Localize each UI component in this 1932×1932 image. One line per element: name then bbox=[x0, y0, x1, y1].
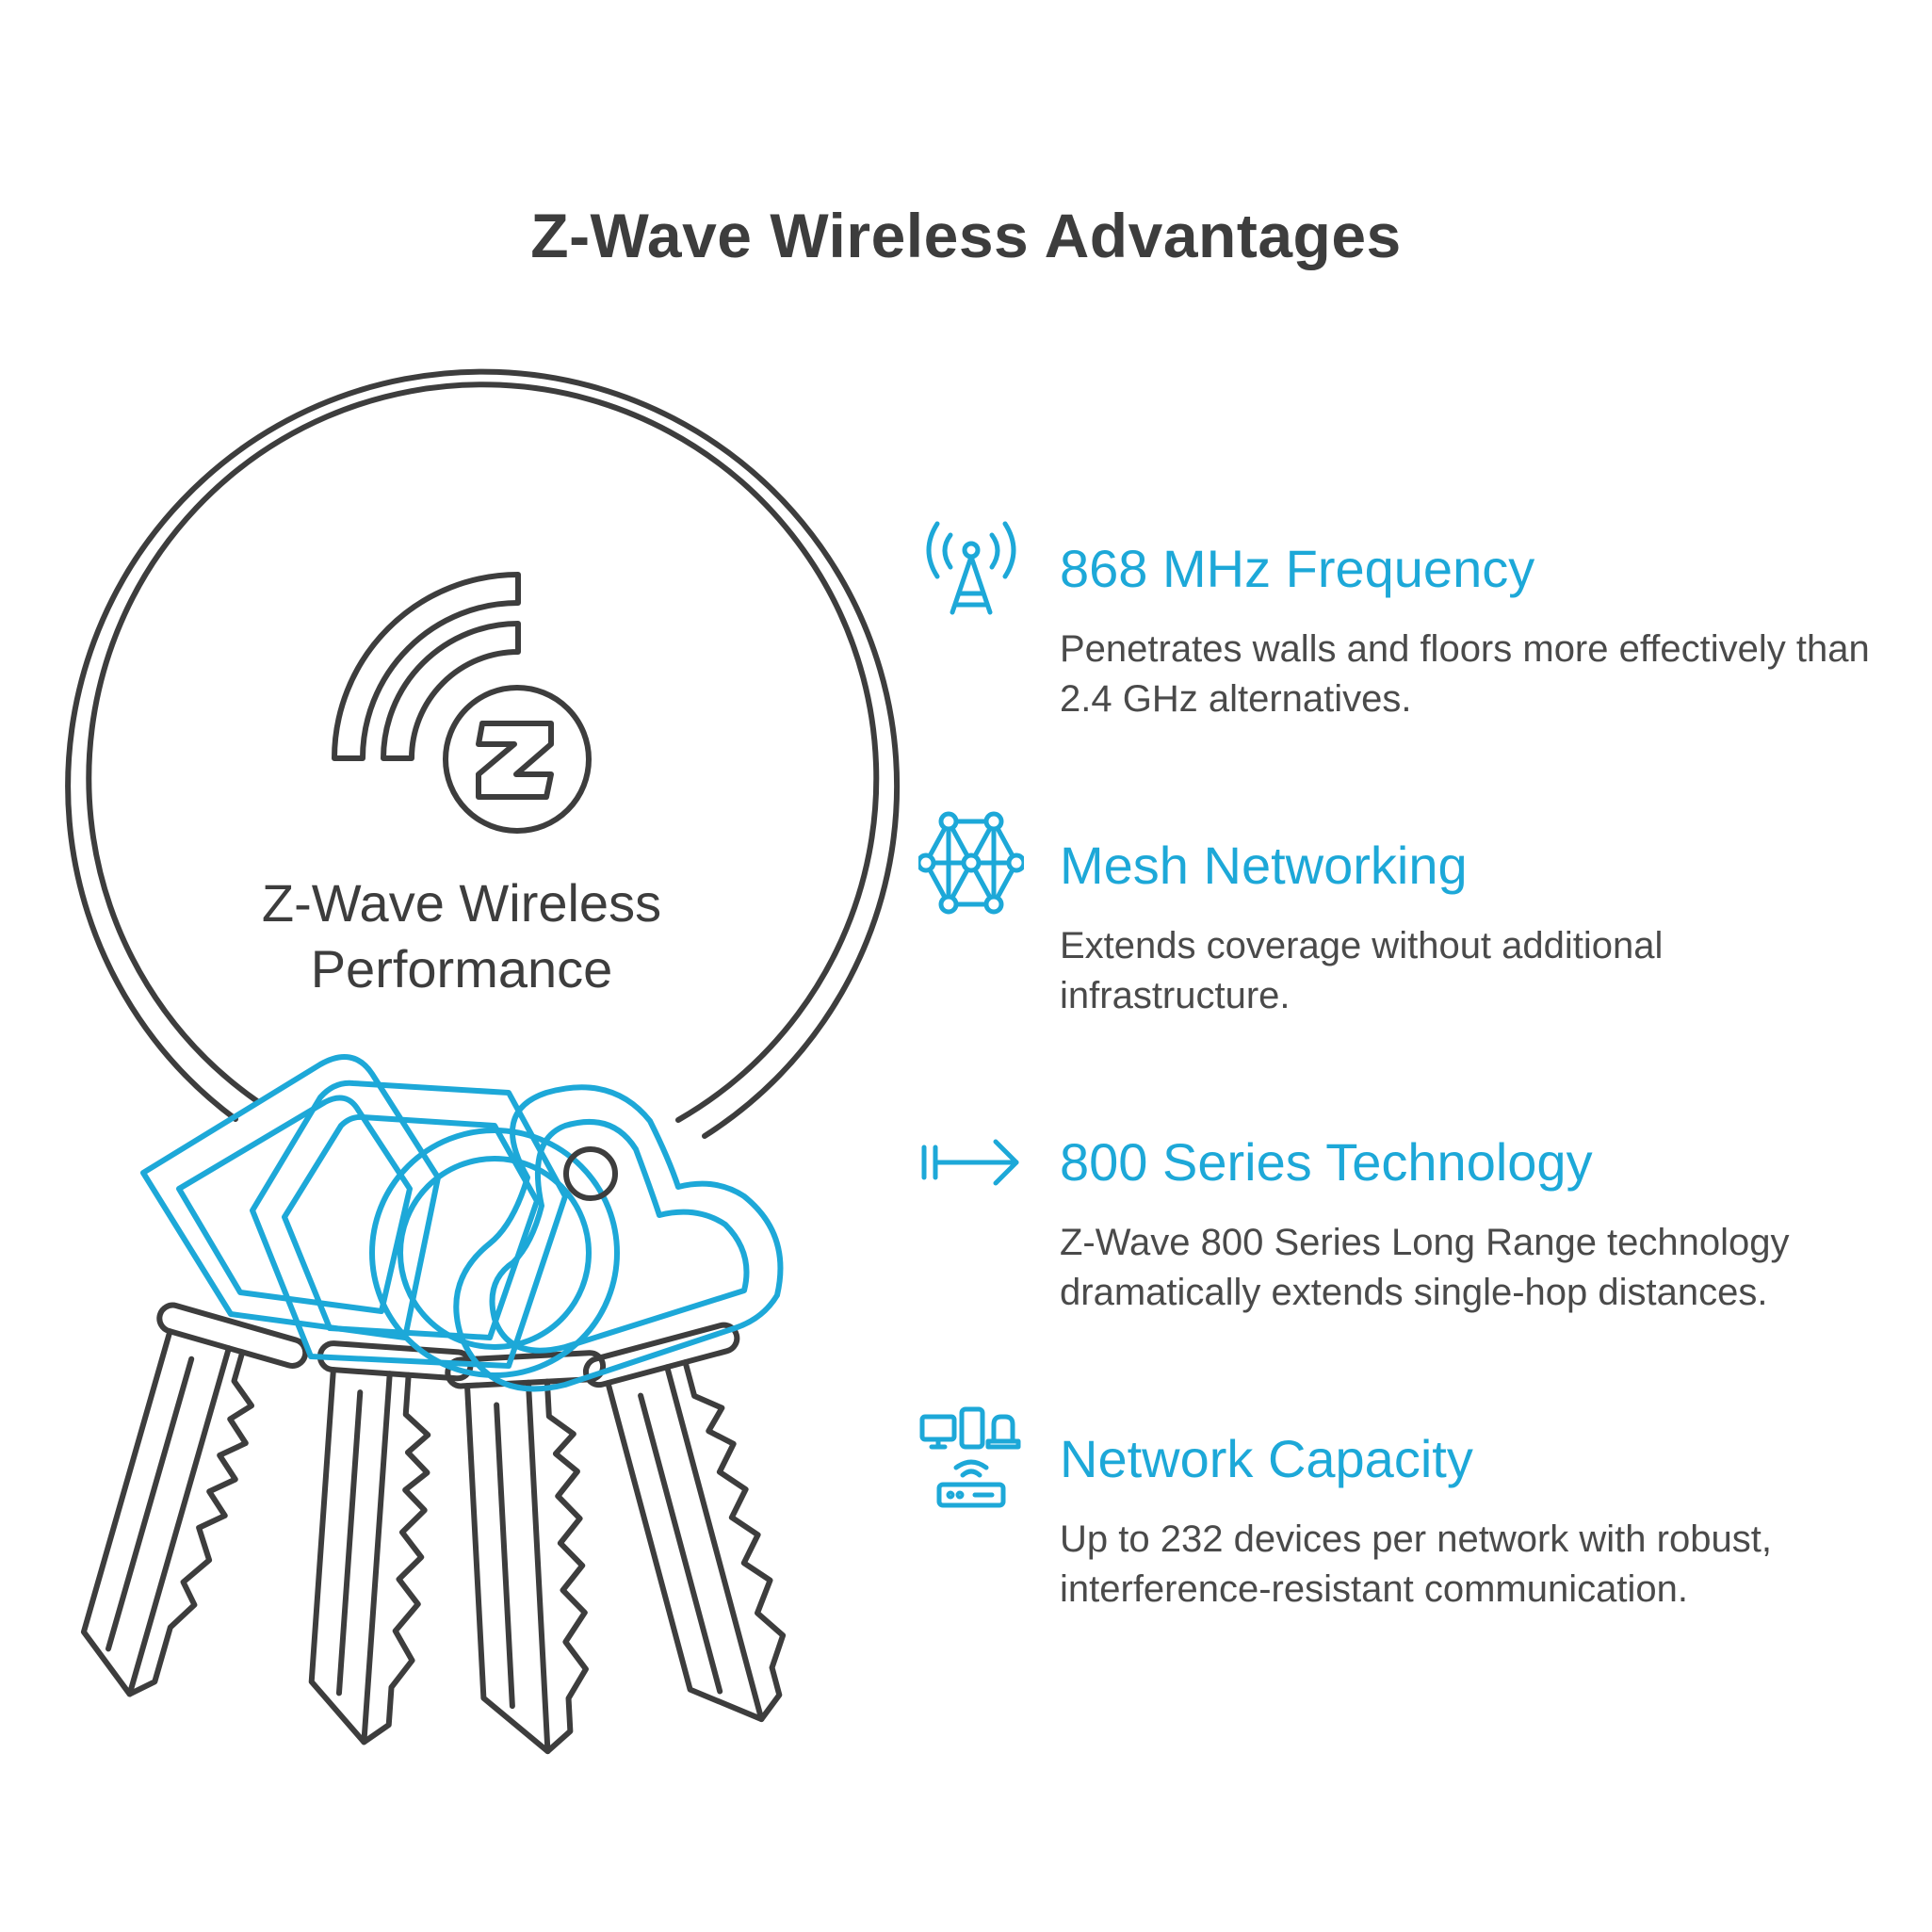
circle-tag bbox=[369, 1128, 620, 1378]
feature-description: Up to 232 devices per network with robus… bbox=[1060, 1518, 1772, 1610]
feature-description: Extends coverage without additional infr… bbox=[1060, 925, 1664, 1016]
feature-frequency: 868 MHz Frequency Penetrates walls and f… bbox=[1060, 537, 1889, 724]
feature-description: Penetrates walls and floors more effecti… bbox=[1060, 628, 1870, 720]
key-tags bbox=[140, 1054, 784, 1392]
keys bbox=[80, 1302, 787, 1755]
ring-label-line1: Z-Wave Wireless bbox=[261, 873, 662, 933]
hexagon-tag bbox=[250, 1080, 568, 1369]
feature-capacity: Network Capacity Up to 232 devices per n… bbox=[1060, 1427, 1889, 1615]
z-wave-logo-icon bbox=[332, 572, 592, 834]
devices-router-icon bbox=[919, 1406, 1021, 1508]
feature-title: 868 MHz Frequency bbox=[1060, 539, 1535, 598]
tag-hole bbox=[563, 1146, 618, 1201]
pentagon-tag bbox=[140, 1054, 441, 1340]
arrow-right-to-bar-icon bbox=[921, 1139, 1019, 1186]
feature-title: Network Capacity bbox=[1060, 1429, 1473, 1488]
key-3 bbox=[445, 1350, 607, 1755]
mesh-network-icon bbox=[918, 811, 1024, 915]
antenna-tower-icon bbox=[926, 521, 1016, 615]
ring-label-line2: Performance bbox=[310, 939, 613, 998]
feature-mesh: Mesh Networking Extends coverage without… bbox=[1060, 834, 1889, 1021]
cloud-tag bbox=[453, 1084, 784, 1392]
feature-800-series: 800 Series Technology Z-Wave 800 Series … bbox=[1060, 1130, 1889, 1318]
feature-title: 800 Series Technology bbox=[1060, 1132, 1593, 1192]
feature-title: Mesh Networking bbox=[1060, 836, 1468, 895]
feature-description: Z-Wave 800 Series Long Range technology … bbox=[1060, 1222, 1790, 1313]
page-title: Z-Wave Wireless Advantages bbox=[530, 201, 1402, 270]
key-4 bbox=[582, 1322, 787, 1723]
key-ring bbox=[65, 368, 901, 1139]
key-2 bbox=[308, 1340, 474, 1745]
key-1 bbox=[80, 1302, 309, 1697]
